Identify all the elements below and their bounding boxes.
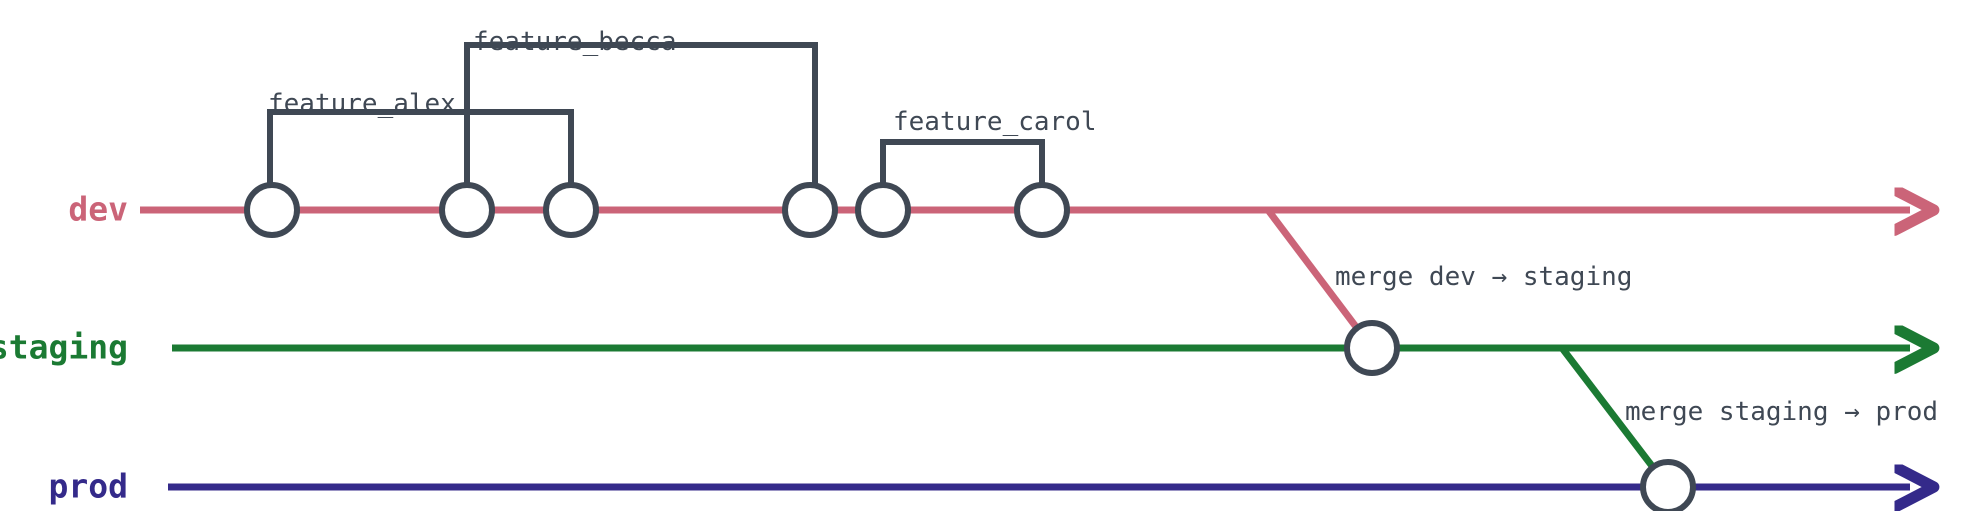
merge-label-dev-to-staging: merge dev → staging [1335,262,1632,292]
merge-line-staging-to-prod [1559,345,1671,490]
commit-node-dev-4[interactable] [782,182,838,238]
feature-label-alex: feature_alex [268,89,456,119]
merge-lines-layer [1265,207,1671,490]
feature-bracket-carol [880,139,1045,190]
commit-node-dev-2[interactable] [439,182,495,238]
feature-label-becca: feature_becca [473,27,677,57]
branch-label-prod: prod [49,467,128,506]
feature-bracket-alex [267,109,574,190]
labels-layer: dev staging prod feature_alex feature_be… [0,27,1938,506]
commit-nodes-layer [244,182,1696,511]
commit-node-dev-6[interactable] [1014,182,1070,238]
feature-bracket-becca [464,42,818,190]
commit-node-prod-1[interactable] [1640,459,1696,511]
commit-node-staging-1[interactable] [1344,320,1400,376]
branch-label-dev: dev [68,190,128,229]
feature-brackets-layer [267,42,1045,190]
feature-label-carol: feature_carol [893,107,1097,137]
branch-label-staging: staging [0,328,128,367]
commit-node-dev-1[interactable] [244,182,300,238]
branch-lanes-layer [140,210,1910,487]
merge-label-staging-to-prod: merge staging → prod [1625,397,1938,427]
merge-line-dev-to-staging [1265,207,1375,351]
commit-node-dev-3[interactable] [543,182,599,238]
commit-node-dev-5[interactable] [855,182,911,238]
